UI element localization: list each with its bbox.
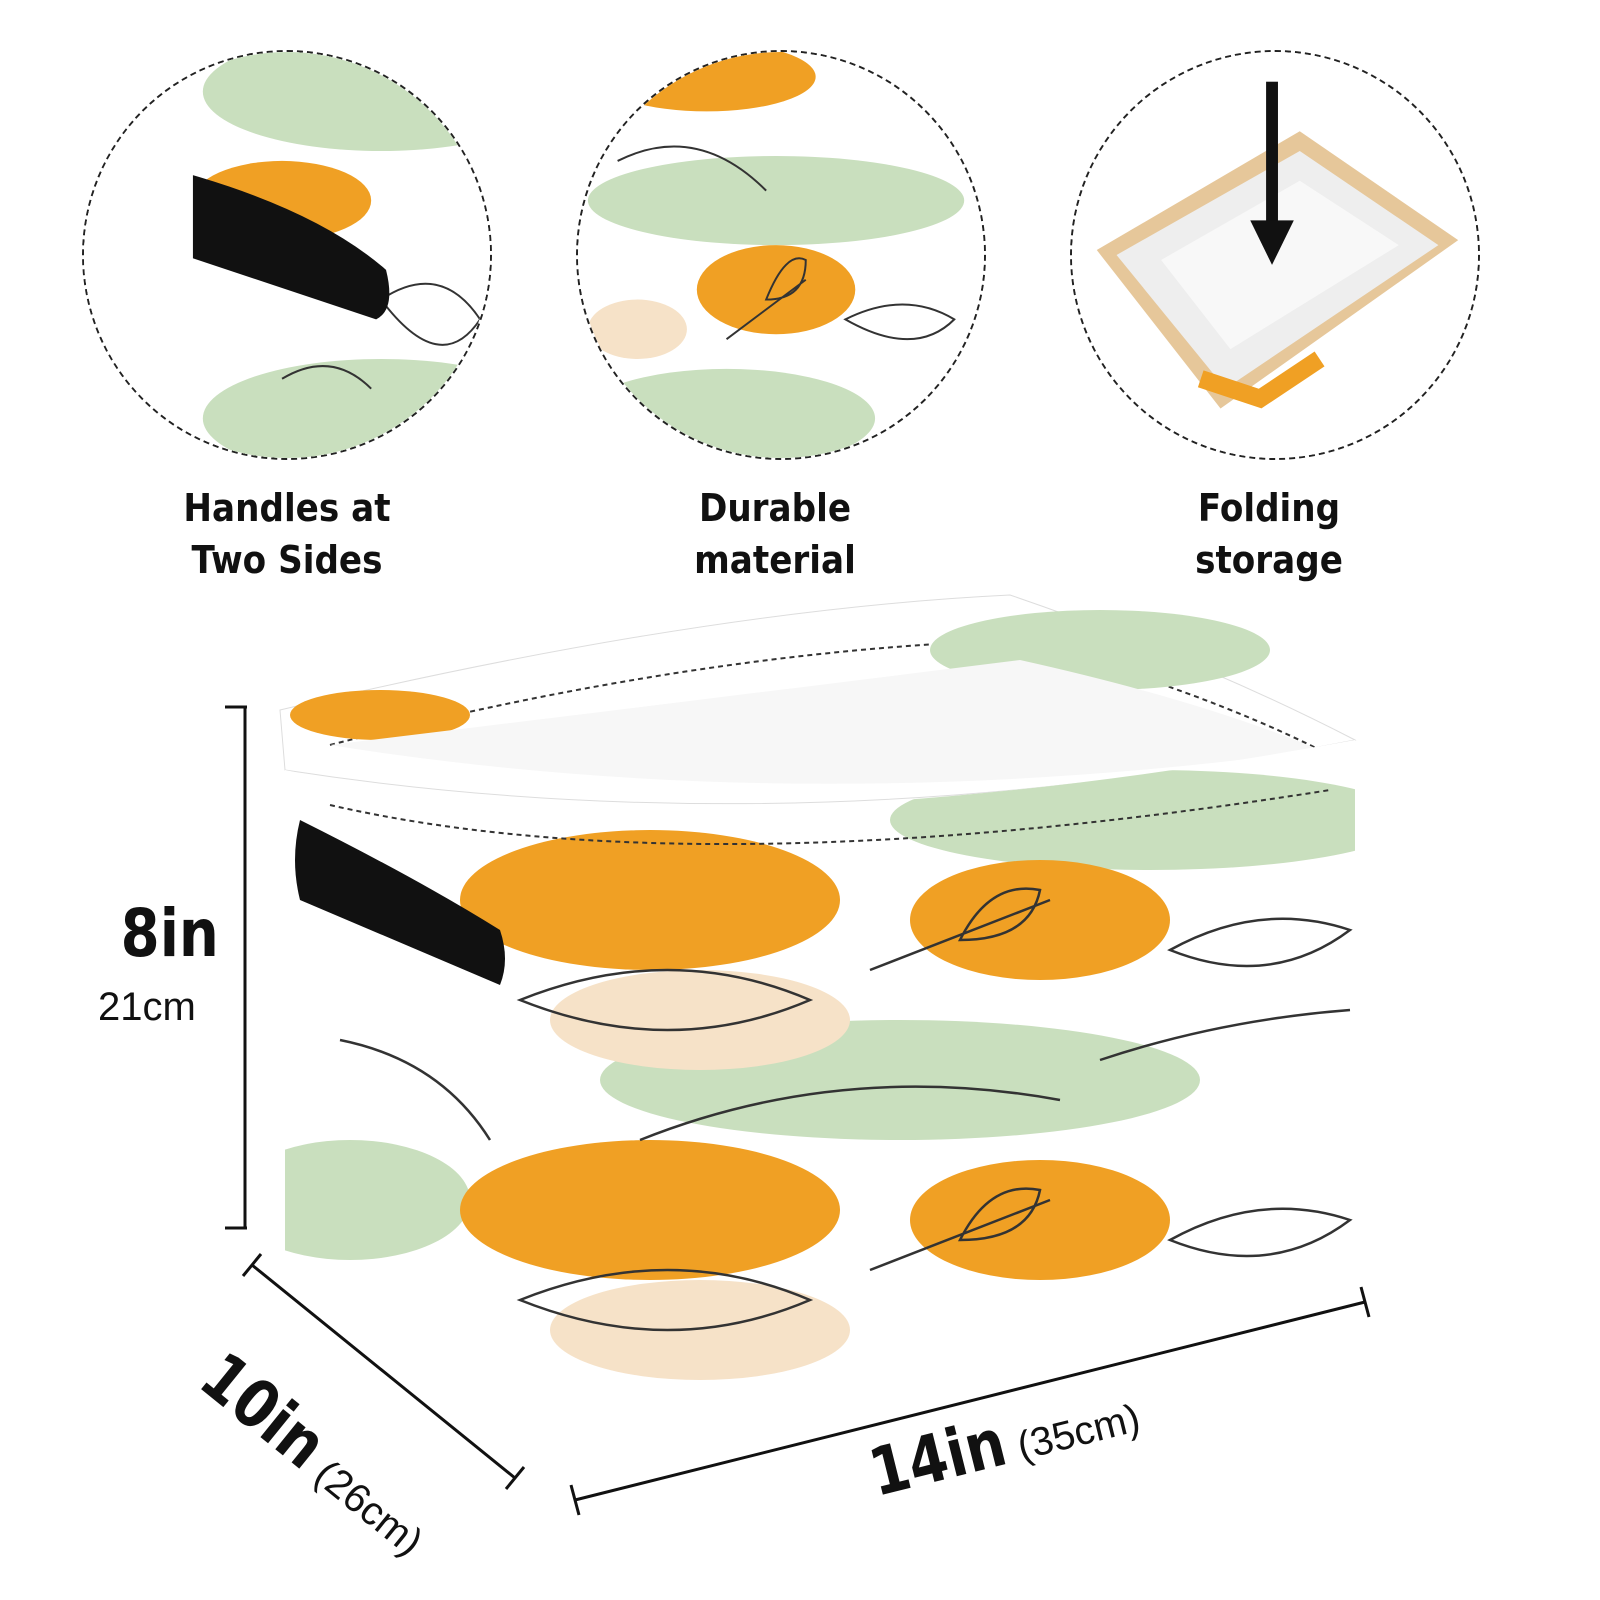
- feature-line: Handles at: [183, 486, 391, 530]
- dimension-lines: [225, 705, 1371, 1516]
- feature-label-handles: Handles at Two Sides: [152, 482, 422, 586]
- feature-line: Two Sides: [191, 538, 383, 582]
- feature-line: Durable: [698, 486, 852, 530]
- folding-closeup-image: [1070, 50, 1480, 460]
- height-cm: 21cm: [98, 985, 196, 1029]
- fabric-closeup-icon: [578, 52, 984, 458]
- feature-line: Folding: [1197, 486, 1341, 530]
- handle-closeup-image: [82, 50, 492, 460]
- feature-label-durable: Durable material: [640, 482, 910, 586]
- handle-closeup-icon: [84, 52, 490, 458]
- folding-closeup-icon: [1072, 52, 1478, 458]
- feature-line: material: [694, 538, 856, 582]
- down-arrow-icon: [1266, 81, 1278, 231]
- feature-line: storage: [1195, 538, 1343, 582]
- fabric-closeup-image: [576, 50, 986, 460]
- handle-icon: [295, 820, 505, 985]
- height-inches: 8in: [120, 895, 219, 972]
- feature-label-folding: Folding storage: [1134, 482, 1404, 586]
